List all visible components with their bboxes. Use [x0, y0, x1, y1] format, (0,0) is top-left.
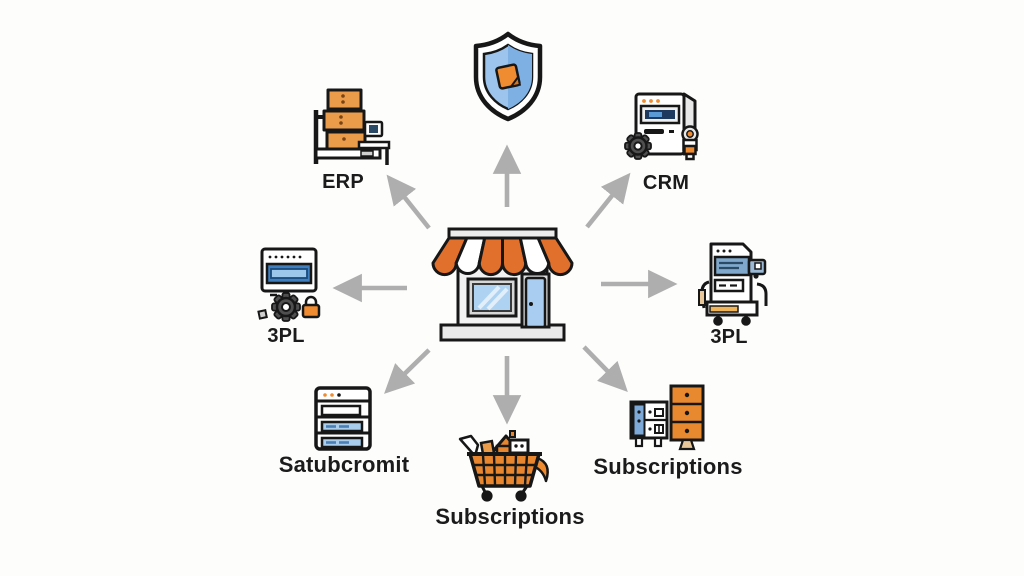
arrow-up-left [386, 174, 431, 230]
arrow-up-right [585, 172, 631, 229]
storage-drawers-icon [629, 384, 705, 451]
node-subscriptions-cart: Subscriptions [435, 424, 584, 529]
node-3pl-left: 3PL [250, 247, 326, 347]
storefront-icon [431, 227, 574, 342]
list-window-icon [314, 386, 372, 451]
node-online-store [425, 203, 580, 348]
fulfillment-settings-icon [257, 247, 321, 322]
crm-machine-icon [624, 92, 699, 161]
crm-label: CRM [642, 172, 690, 194]
node-security [470, 30, 546, 124]
erp-warehouse-icon [313, 88, 391, 165]
arrow-down-left [384, 348, 431, 394]
delivery-document-icon [698, 242, 768, 326]
3pl-right-label: 3PL [710, 326, 748, 348]
security-shield-icon [473, 31, 543, 122]
node-subscriptions-drawers: Subscriptions [593, 384, 742, 479]
3pl-left-label: 3PL [267, 325, 305, 347]
node-erp: ERP [303, 86, 391, 193]
arrow-down-right [582, 345, 628, 392]
subscriptions-drawers-label: Subscriptions [593, 454, 743, 479]
node-automation: Satubcromit [279, 386, 409, 477]
subscriptions-cart-label: Subscriptions [435, 504, 585, 529]
shopping-cart-icon [458, 430, 549, 502]
automation-label: Satubcromit [278, 452, 410, 477]
node-crm: CRM [620, 88, 708, 194]
node-3pl-right: 3PL [695, 238, 773, 348]
erp-label: ERP [322, 171, 364, 193]
